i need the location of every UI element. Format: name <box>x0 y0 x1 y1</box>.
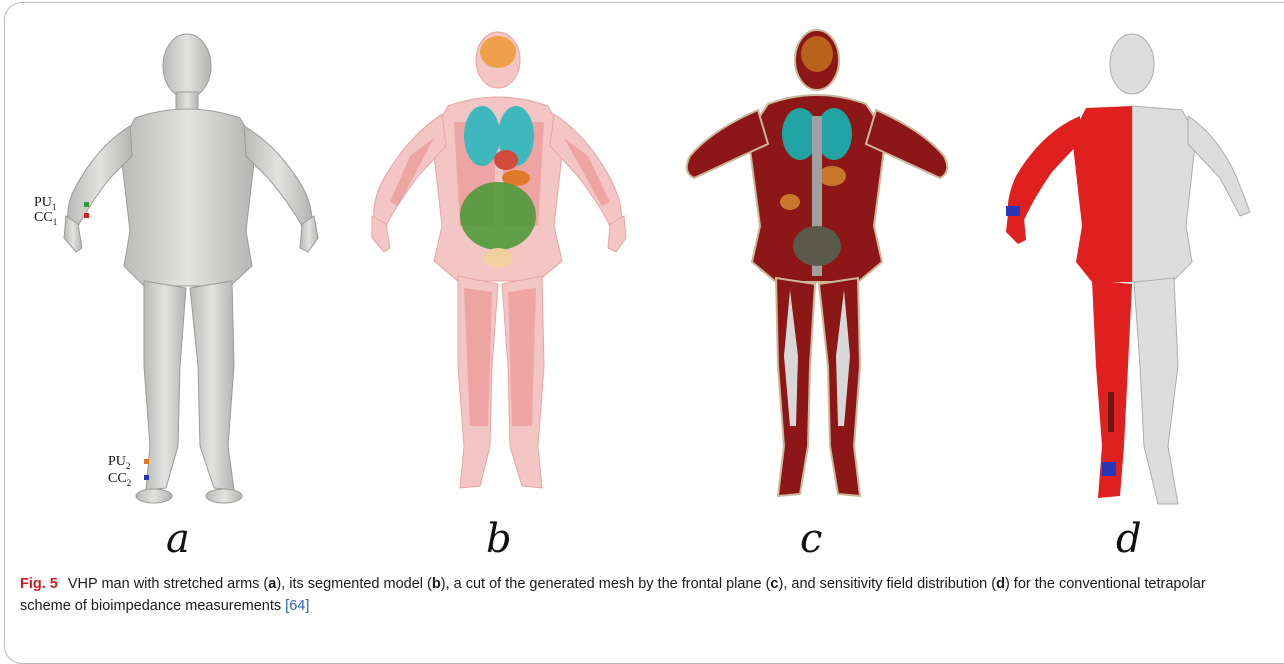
panel-d-sensitivity-field <box>982 26 1282 526</box>
label-cc1: CC1 <box>34 211 57 227</box>
surface-body-image <box>20 26 340 526</box>
label-pu2: PU2 <box>108 455 130 471</box>
label-cc2: CC2 <box>108 472 131 488</box>
figure-label: Fig. 5 <box>20 576 58 592</box>
caption-text-2: ), its segmented model ( <box>276 576 432 592</box>
caption-ref-c: c <box>770 576 778 592</box>
electrode-pu2 <box>144 459 149 464</box>
electrode-pu1 <box>84 202 89 207</box>
panel-letter-b: b <box>486 519 512 559</box>
sensitivity-field-image <box>982 26 1282 526</box>
panel-letter-a: a <box>166 519 190 559</box>
caption-text-3: ), a cut of the generated mesh by the fr… <box>441 576 771 592</box>
panel-b-segmented-model <box>350 26 650 526</box>
electrode-cc2 <box>144 475 149 480</box>
caption-ref-b: b <box>432 576 441 592</box>
caption-ref-d: d <box>996 576 1005 592</box>
electrode-cc1 <box>84 213 89 218</box>
panel-letter-c: c <box>800 519 822 559</box>
segmented-body-image <box>350 26 650 526</box>
caption-text-1: VHP man with stretched arms ( <box>68 576 268 592</box>
sensitivity-electrode-ankle <box>1102 462 1116 476</box>
panel-letter-d: d <box>1116 519 1142 559</box>
panel-c-mesh-cut <box>672 26 962 526</box>
reference-link[interactable]: [64] <box>285 598 309 614</box>
mesh-cut-image <box>672 26 962 526</box>
sensitivity-electrode-hand <box>1006 206 1020 216</box>
panel-a-surface-model <box>20 26 340 526</box>
caption-text-4: ), and sensitivity field distribution ( <box>779 576 997 592</box>
